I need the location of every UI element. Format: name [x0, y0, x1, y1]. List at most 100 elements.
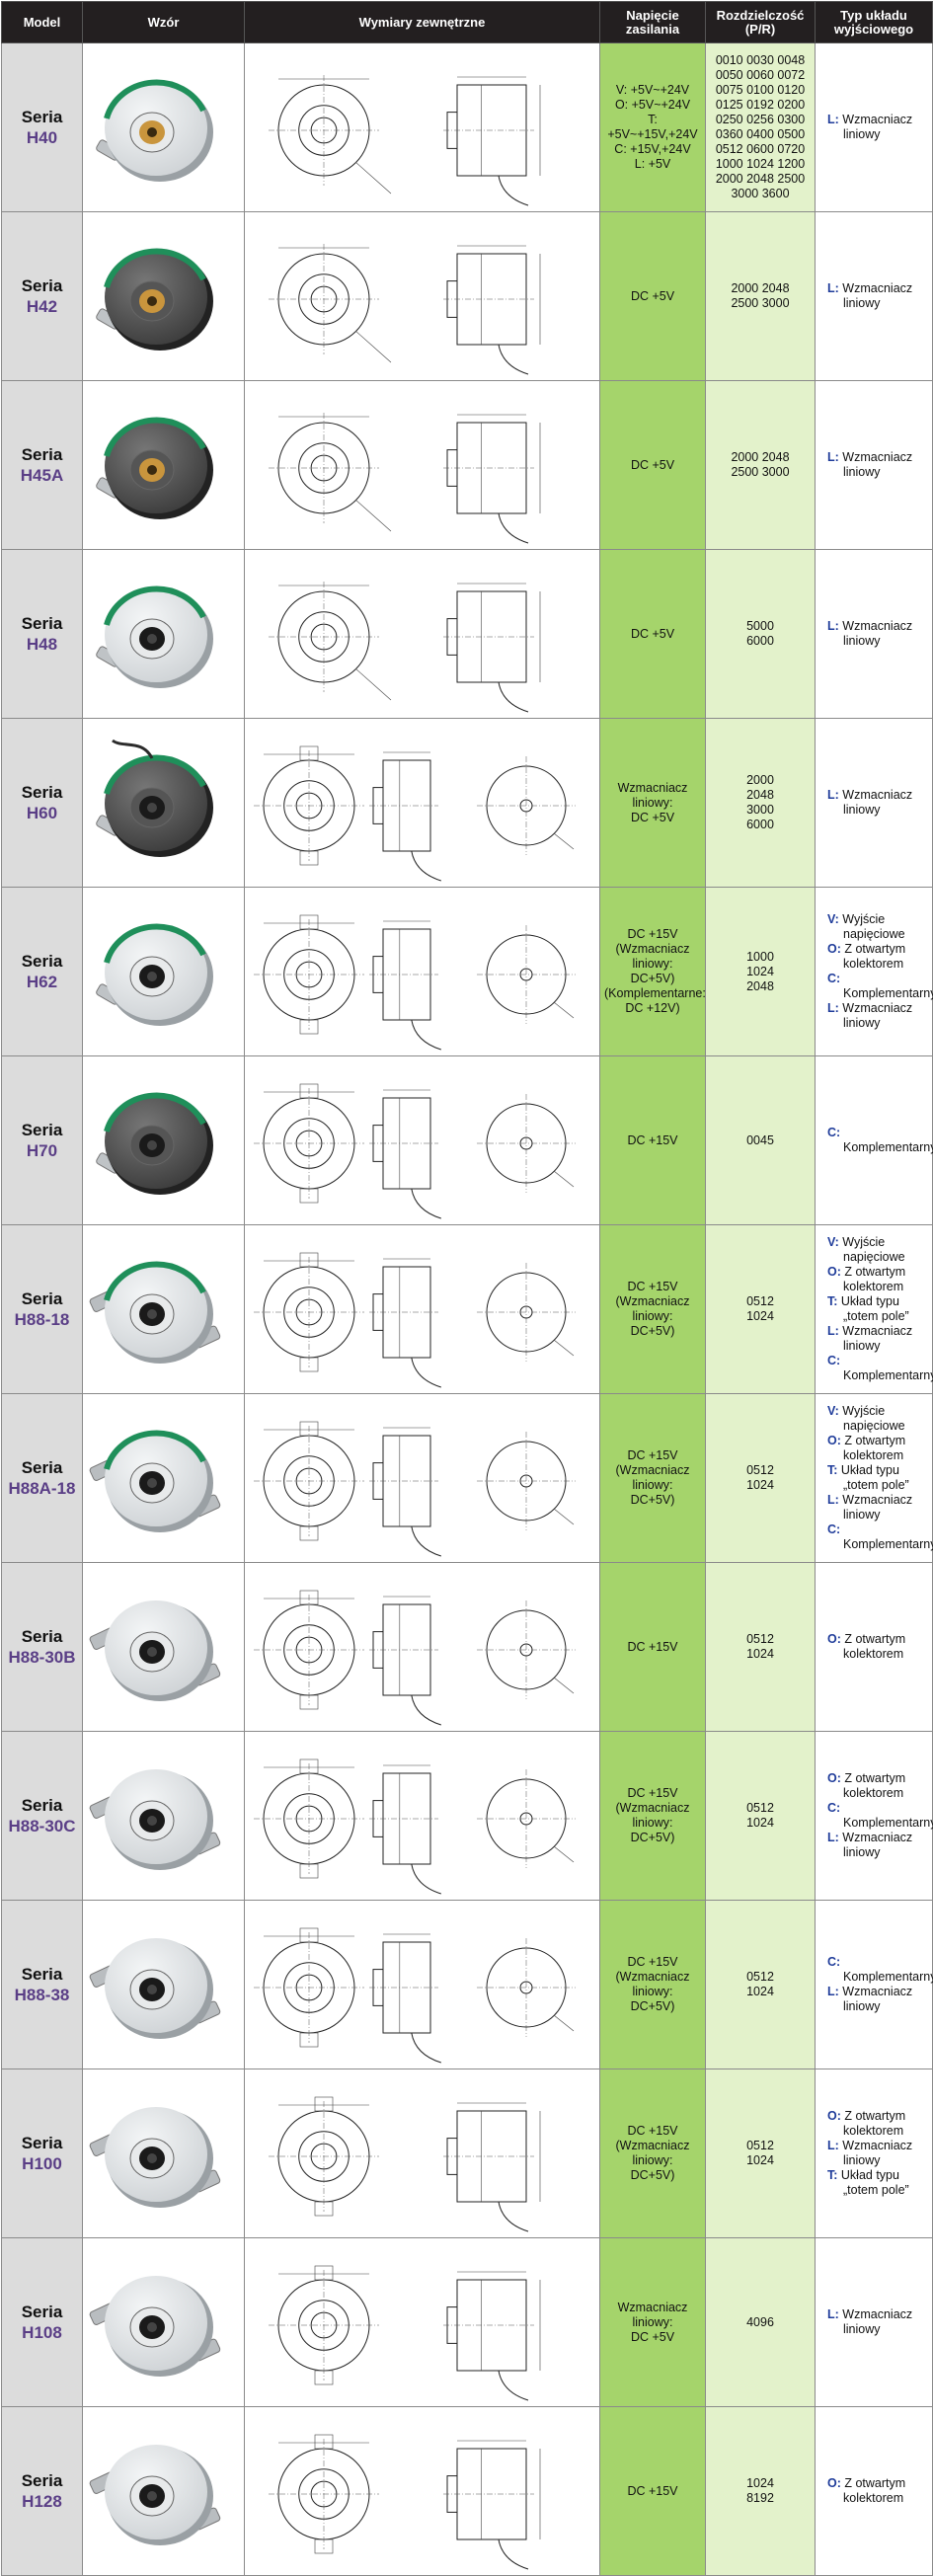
output-code: L:	[827, 1493, 839, 1507]
output-description: Wzmacniacz liniowy	[842, 450, 913, 479]
voltage-line: liniowy:	[632, 1816, 673, 1830]
output-description: Wzmacniacz liniowy	[842, 1493, 913, 1522]
encoder-photo	[96, 79, 213, 182]
encoder-photo	[89, 2276, 221, 2377]
dimensions-cell	[244, 1393, 600, 1563]
voltage-line: (Wzmacniacz	[615, 1970, 690, 1984]
series-label: Seria	[21, 1121, 63, 1139]
voltage-line: (Wzmacniacz	[615, 1294, 690, 1308]
model-code: H42	[26, 297, 58, 316]
voltage-line: DC+5V)	[630, 2168, 675, 2182]
output-code: C:	[827, 1354, 841, 1367]
voltage-line: DC +5V	[630, 457, 675, 472]
model-code: H128	[22, 2492, 62, 2511]
model-code: H45A	[20, 466, 64, 485]
photo-cell	[82, 211, 245, 381]
output-description: Z otwartym kolektorem	[843, 2476, 906, 2505]
voltage-line: (Wzmacniacz	[615, 1463, 690, 1477]
output-code: T:	[827, 1294, 838, 1308]
output-code: L:	[827, 788, 839, 802]
output-code: O:	[827, 942, 841, 956]
output-description: Z otwartym kolektorem	[843, 1434, 906, 1462]
resolution-line: 1000	[746, 949, 774, 964]
output-code: V:	[827, 912, 839, 926]
output-type-cell: L: Wzmacniacz liniowy	[815, 549, 933, 719]
resolution-line: 2000 2048	[731, 450, 790, 464]
dimension-drawing	[269, 581, 541, 712]
output-type-entry: T: Układ typu „totem pole”	[827, 1463, 929, 1493]
model-code: H62	[26, 973, 58, 991]
resolution-line: 3000 3600	[731, 187, 790, 200]
series-label: Seria	[21, 952, 63, 971]
output-type-cell: O: Z otwartym kolektorem	[815, 1562, 933, 1732]
header-row: Model Wzór Wymiary zewnętrzne Napięcie z…	[1, 1, 933, 43]
encoder-photo	[96, 1092, 213, 1195]
output-code: T:	[827, 1463, 838, 1477]
output-description: Komplementarny	[843, 1140, 933, 1154]
encoder-photo	[96, 585, 213, 688]
resolution-line: 0512	[746, 1463, 774, 1477]
output-description: Układ typu „totem pole”	[840, 1294, 909, 1323]
resolution-line: 0050 0060 0072	[715, 68, 806, 82]
photo-cell	[82, 2406, 245, 2576]
voltage-line: T: +5V~+15V,+24V	[607, 113, 698, 141]
voltage-line: Wzmacniacz	[617, 780, 688, 795]
output-code: V:	[827, 1404, 839, 1418]
resolution-line: 0512	[746, 1801, 774, 1815]
dimensions-cell	[244, 887, 600, 1056]
output-code: L:	[827, 113, 839, 126]
resolution-line: 1024	[746, 1985, 774, 1998]
resolution-line: 5000	[746, 619, 774, 633]
dimension-drawing	[254, 1758, 576, 1894]
encoder-photo	[89, 2107, 221, 2208]
encoder-photo	[89, 1769, 221, 1870]
resolution-line: 8192	[746, 2491, 774, 2505]
output-description: Wzmacniacz liniowy	[842, 2307, 913, 2336]
output-type-entry: C: Komplementarny	[827, 972, 933, 1001]
resolution-line: 1024	[746, 1647, 774, 1661]
voltage-line: liniowy:	[632, 1309, 673, 1323]
output-code: L:	[827, 1001, 839, 1015]
header-voltage: Napięcie zasilania	[599, 1, 706, 43]
resolution-line: 2000 2048 2500	[715, 172, 806, 186]
dimension-drawing	[269, 2265, 541, 2400]
output-description: Z otwartym kolektorem	[843, 942, 906, 971]
resolution-line: 1024	[746, 2153, 774, 2167]
dimensions-cell	[244, 1731, 600, 1901]
output-code: O:	[827, 1265, 841, 1279]
voltage-line: DC +12V)	[625, 1001, 680, 1015]
series-label: Seria	[21, 614, 63, 633]
output-type-entry: V: Wyjście napięciowe	[827, 912, 929, 942]
voltage-line: DC +5V	[630, 810, 675, 824]
output-description: Wzmacniacz liniowy	[842, 281, 913, 310]
photo-cell	[82, 1055, 245, 1225]
encoder-photo	[96, 923, 213, 1026]
model-code: H88-30C	[8, 1817, 76, 1835]
output-type-entry: L: Wzmacniacz liniowy	[827, 281, 929, 311]
output-type-entry: L: Wzmacniacz liniowy	[827, 1493, 929, 1522]
dimension-drawing	[254, 1590, 576, 1725]
dimensions-cell	[244, 1562, 600, 1732]
model-code: H70	[26, 1141, 58, 1160]
output-type-entry: L: Wzmacniacz liniowy	[827, 1831, 929, 1860]
output-code: L:	[827, 1831, 839, 1844]
